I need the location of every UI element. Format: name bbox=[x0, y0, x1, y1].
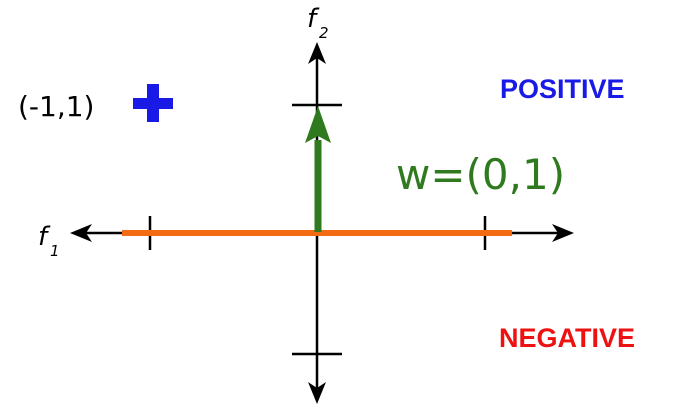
point-label: (-1,1) bbox=[18, 90, 94, 123]
weight-vector-label: w=(0,1) bbox=[396, 150, 565, 199]
negative-region-label: NEGATIVE bbox=[499, 323, 635, 353]
positive-region-label: POSITIVE bbox=[500, 74, 625, 104]
f2-axis-bottom-arrow bbox=[308, 382, 326, 404]
f1-axis-right-arrow bbox=[552, 224, 574, 242]
f2-axis-subscript: 2 bbox=[319, 24, 329, 42]
plus-icon bbox=[133, 84, 173, 122]
f2-axis-top-arrow bbox=[308, 42, 326, 64]
weight-vector-arrowhead bbox=[305, 106, 331, 143]
f1-axis-subscript: 1 bbox=[50, 242, 60, 260]
f1-axis-left-arrow bbox=[70, 224, 92, 242]
